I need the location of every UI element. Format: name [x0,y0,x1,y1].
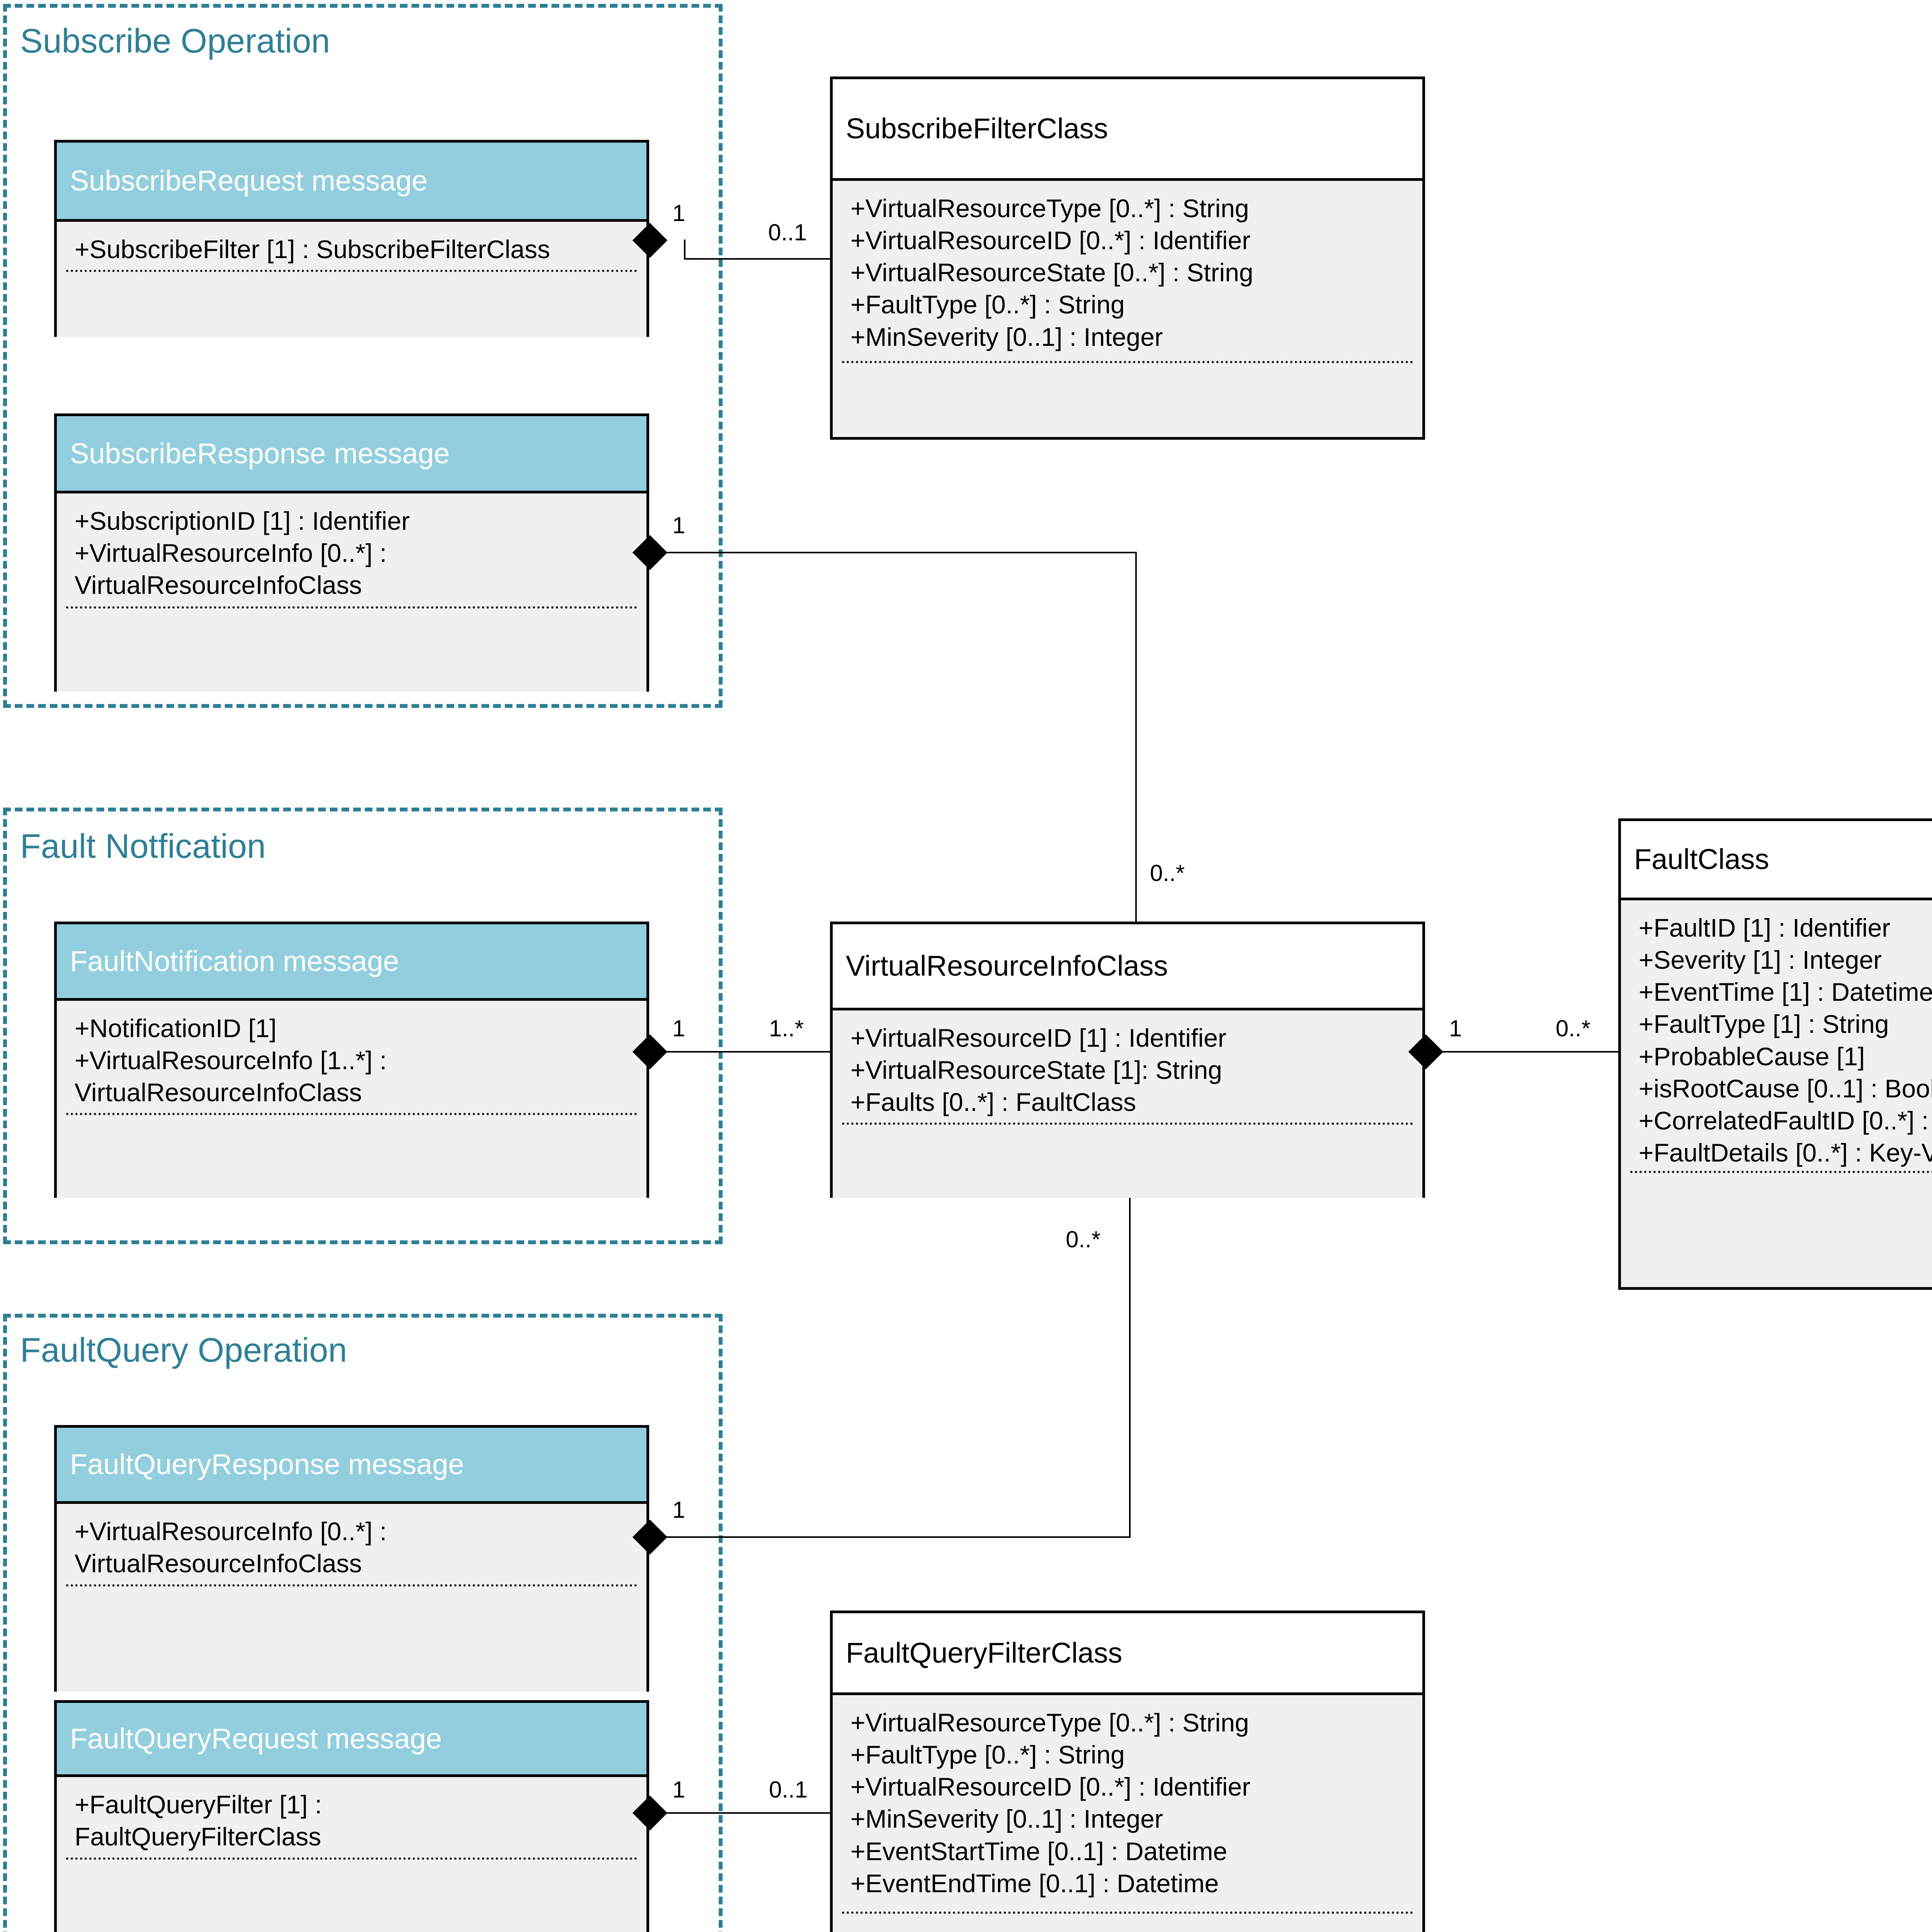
box-header-fault-query-filter-class: FaultQueryFilterClass [833,1613,1422,1695]
attribute-row: +Severity [1] : Integer [1639,946,1882,975]
attribute-row: +FaultID [1] : Identifier [1639,913,1891,942]
attribute-row: +CorrelatedFaultID [0..*] : Identifier [1639,1106,1932,1135]
attribute-row: +FaultType [1] : String [1639,1010,1889,1039]
box-body-fault-query-response: +VirtualResourceInfo [0..*] : VirtualRes… [57,1504,646,1692]
box-virtual-resource-info-class[interactable]: VirtualResourceInfoClass +VirtualResourc… [830,922,1425,1198]
box-separator [1630,1171,1932,1173]
group-frame-fault-query [3,1314,723,1932]
box-separator [66,270,637,272]
attribute-row: +VirtualResourceType [0..*] : String [850,194,1249,223]
box-header-subscribe-filter-class: SubscribeFilterClass [833,79,1422,181]
group-frame-fault-notification [3,808,723,1244]
connector-subresp-vertical [1135,552,1137,923]
box-fault-class[interactable]: FaultClass +FaultID [1] : Identifier +Se… [1618,818,1932,1290]
connector-fqresp-horizontal [662,1536,1131,1538]
box-separator [66,1113,637,1115]
attribute-row: +VirtualResourceID [0..*] : Identifier [850,226,1251,255]
box-header-subscribe-response: SubscribeResponse message [57,416,646,493]
multiplicity-source-fqreq: 1 [672,1777,685,1803]
attribute-row: +SubscribeFilter [1] : SubscribeFilterCl… [75,235,550,264]
attribute-row: +MinSeverity [0..1] : Integer [850,1804,1163,1833]
attribute-row: +ProbableCause [1] [1639,1042,1865,1071]
attribute-row: +VirtualResourceState [0..*] : String [850,258,1253,287]
multiplicity-target-subresp-vri: 0..* [1150,860,1185,886]
connector-faultnotif-horizontal [662,1051,832,1053]
attribute-row: +FaultDetails [0..*] : Key-Value pairs [1639,1138,1932,1167]
connector-fqresp-vertical [1129,1198,1131,1538]
box-subscribe-request[interactable]: SubscribeRequest message +SubscribeFilte… [54,140,649,337]
attribute-row: +VirtualResourceID [1] : Identifier [850,1024,1226,1052]
multiplicity-source-vri-faultclass: 1 [1449,1015,1462,1041]
box-header-subscribe-request: SubscribeRequest message [57,143,646,222]
attribute-row: +EventStartTime [0..1] : Datetime [850,1837,1228,1866]
box-header-fault-class: FaultClass [1621,821,1932,900]
box-subscribe-filter-class[interactable]: SubscribeFilterClass +VirtualResourceTyp… [830,77,1425,440]
group-title-fault-query: FaultQuery Operation [20,1331,347,1369]
box-body-fault-query-request: +FaultQueryFilter [1] : FaultQueryFilter… [57,1777,646,1932]
group-frame-subscribe [3,4,723,708]
multiplicity-target-fqfilter: 0..1 [769,1777,808,1803]
group-title-subscribe: Subscribe Operation [20,22,330,60]
connector-subreq-horizontal [684,258,831,260]
multiplicity-target-faultclass: 0..* [1556,1015,1591,1041]
box-body-subscribe-filter-class: +VirtualResourceType [0..*] : String +Vi… [833,181,1422,437]
group-title-fault-notification: Fault Notfication [20,827,266,865]
box-header-fault-notification-message: FaultNotification message [57,924,646,1001]
box-separator [66,1584,637,1587]
multiplicity-source-subresp: 1 [672,512,685,538]
box-body-subscribe-response: +SubscriptionID [1] : Identifier +Virtua… [57,493,646,692]
attribute-row: +isRootCause [0..1] : Boolean [1639,1074,1932,1103]
attribute-row: VirtualResourceInfoClass [75,1549,362,1578]
connector-vri-faultclass-horizontal [1438,1051,1621,1053]
attribute-row: +VirtualResourceInfo [0..*] : [75,539,387,568]
multiplicity-source-fqresp: 1 [672,1497,685,1523]
attribute-row: +SubscriptionID [1] : Identifier [75,507,410,535]
attribute-row: +FaultType [0..*] : String [850,1740,1125,1769]
attribute-row: +NotificationID [1] [75,1014,277,1043]
attribute-row: +VirtualResourceInfo [1..*] : [75,1046,387,1075]
box-separator [66,1857,637,1860]
attribute-row: +VirtualResourceType [0..*] : String [850,1708,1249,1737]
attribute-row: +VirtualResourceInfo [0..*] : [75,1517,387,1546]
box-subscribe-response[interactable]: SubscribeResponse message +SubscriptionI… [54,413,649,692]
multiplicity-source-subreq: 1 [672,200,685,226]
attribute-row: +EventTime [1] : Datetime [1639,978,1932,1007]
multiplicity-target-subfilter: 0..1 [768,219,807,245]
attribute-row: VirtualResourceInfoClass [75,571,362,600]
connector-subresp-horizontal [662,552,1137,553]
box-separator [66,606,637,609]
attribute-row: VirtualResourceInfoClass [75,1078,362,1107]
multiplicity-source-faultnotif: 1 [672,1015,685,1041]
box-body-subscribe-request: +SubscribeFilter [1] : SubscribeFilterCl… [57,222,646,337]
box-fault-query-filter-class[interactable]: FaultQueryFilterClass +VirtualResourceTy… [830,1611,1425,1932]
attribute-row: +FaultQueryFilter [1] : [75,1790,322,1819]
multiplicity-target-fqresp-vri: 0..* [1066,1226,1101,1252]
box-header-virtual-resource-info-class: VirtualResourceInfoClass [833,924,1422,1010]
box-body-fault-notification-message: +NotificationID [1] +VirtualResourceInfo… [57,1001,646,1198]
box-body-fault-query-filter-class: +VirtualResourceType [0..*] : String +Fa… [833,1695,1422,1932]
box-fault-query-request[interactable]: FaultQueryRequest message +FaultQueryFil… [54,1700,649,1932]
box-body-virtual-resource-info-class: +VirtualResourceID [1] : Identifier +Vir… [833,1010,1422,1198]
connector-fqreq-horizontal [662,1812,832,1814]
box-separator [842,1122,1413,1125]
attribute-row: +VirtualResourceID [0..*] : Identifier [850,1772,1251,1801]
attribute-row: FaultQueryFilterClass [75,1822,321,1851]
box-header-fault-query-request: FaultQueryRequest message [57,1703,646,1777]
box-separator [842,361,1413,363]
box-header-fault-query-response: FaultQueryResponse message [57,1428,646,1504]
multiplicity-target-faultnotif-vri: 1..* [769,1015,804,1041]
box-separator [842,1912,1413,1914]
connector-subreq-vertical [684,240,685,259]
attribute-row: +Faults [0..*] : FaultClass [850,1088,1136,1117]
box-fault-query-response[interactable]: FaultQueryResponse message +VirtualResou… [54,1425,649,1692]
attribute-row: +MinSeverity [0..1] : Integer [850,322,1163,351]
attribute-row: +EventEndTime [0..1] : Datetime [850,1869,1219,1898]
attribute-row: +FaultType [0..*] : String [850,290,1125,319]
box-body-fault-class: +FaultID [1] : Identifier +Severity [1] … [1621,900,1932,1287]
box-fault-notification-message[interactable]: FaultNotification message +NotificationI… [54,922,649,1198]
attribute-row: +VirtualResourceState [1]: String [850,1056,1222,1085]
